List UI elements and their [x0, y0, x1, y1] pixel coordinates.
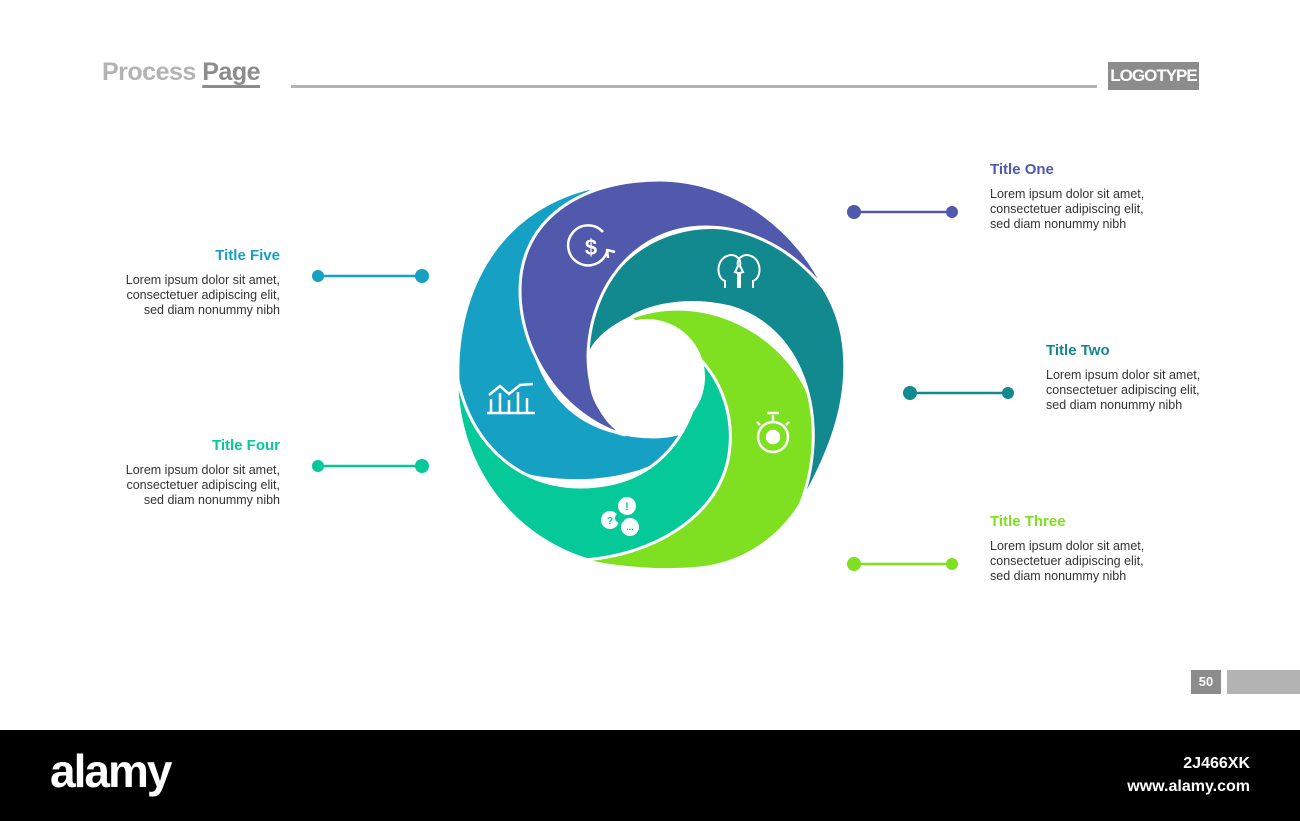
dollar-refresh-icon: $ [566, 224, 616, 267]
logotype: LOGOTYPE [1108, 62, 1199, 90]
connector-four [312, 459, 429, 473]
step-one-label: Title One Lorem ipsum dolor sit amet, co… [990, 161, 1180, 232]
step-four-title: Title Four [211, 437, 280, 454]
connector-five [312, 269, 429, 283]
svg-text:...: ... [626, 522, 634, 532]
speech-bubbles-icon: ! ? ... [601, 497, 639, 536]
step-five-text-line: consectetuer adipiscing elit, [126, 288, 280, 302]
two-heads-icon [717, 254, 761, 288]
alamy-brand: alamy [50, 745, 172, 797]
image-id: 2J466XK [1183, 755, 1250, 772]
step-two-text-line: sed diam nonummy nibh [1046, 398, 1183, 412]
step-three-title: Title Three [990, 513, 1066, 530]
step-one-title: Title One [990, 161, 1054, 178]
step-five-text-line: sed diam nonummy nibh [143, 303, 280, 317]
svg-text:$: $ [585, 235, 597, 260]
step-two-label: Title Two Lorem ipsum dolor sit amet, co… [1046, 342, 1236, 413]
step-five-title: Title Five [215, 247, 280, 264]
stock-watermark-footer: alamy 2J466XK www.alamy.com [0, 730, 1300, 821]
step-one-text-line: consectetuer adipiscing elit, [990, 202, 1144, 216]
footer-url: www.alamy.com [1127, 778, 1250, 795]
spiral-process-diagram: $ ! ? ... [312, 178, 1014, 572]
segment-three [584, 307, 821, 572]
step-four-text-line: Lorem ipsum dolor sit amet, [125, 463, 280, 477]
page-title: Process Page [102, 58, 261, 87]
step-four-text-line: sed diam nonummy nibh [143, 493, 280, 507]
connector-one [847, 205, 958, 219]
slide: Process Page LOGOTYPE $ [90, 58, 1300, 694]
step-three-label: Title Three Lorem ipsum dolor sit amet, … [990, 513, 1180, 584]
connector-three [847, 557, 958, 571]
step-one-text-line: Lorem ipsum dolor sit amet, [990, 187, 1145, 201]
segment-one [518, 178, 827, 437]
page-title-part1: Process [102, 58, 196, 86]
header-rule [291, 85, 1097, 88]
stopwatch-gear-icon [756, 411, 790, 454]
connector-two [903, 386, 1014, 400]
step-four-text-line: consectetuer adipiscing elit, [126, 478, 280, 492]
step-two-title: Title Two [1046, 342, 1110, 359]
step-four-label: Title Four Lorem ipsum dolor sit amet, c… [90, 437, 280, 508]
page-number-bar [1227, 670, 1300, 694]
step-one-text-line: sed diam nonummy nibh [990, 217, 1127, 231]
spiral-center-hole [589, 319, 705, 435]
page-title-part2: Page [202, 58, 261, 86]
page-number: 50 [1191, 670, 1221, 694]
svg-text:!: ! [625, 501, 629, 513]
step-three-text-line: Lorem ipsum dolor sit amet, [990, 539, 1145, 553]
step-three-text-line: sed diam nonummy nibh [990, 569, 1127, 583]
bar-chart-growth-icon [487, 382, 535, 415]
svg-text:?: ? [607, 516, 613, 527]
step-two-text-line: consectetuer adipiscing elit, [1046, 383, 1200, 397]
step-two-text-line: Lorem ipsum dolor sit amet, [1046, 368, 1201, 382]
step-five-label: Title Five Lorem ipsum dolor sit amet, c… [90, 247, 280, 318]
step-three-text-line: consectetuer adipiscing elit, [990, 554, 1144, 568]
step-five-text-line: Lorem ipsum dolor sit amet, [125, 273, 280, 287]
